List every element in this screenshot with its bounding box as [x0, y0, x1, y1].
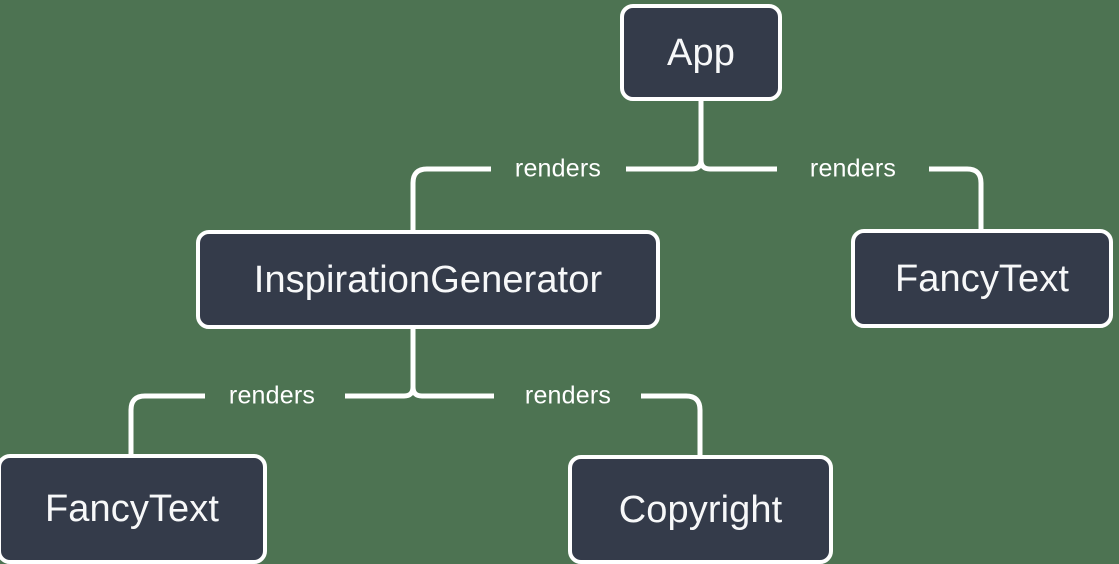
edge-label-inspiration-fancytext: renders	[228, 381, 316, 410]
edge-label-app-inspiration: renders	[514, 154, 602, 183]
node-fancytext-right-label: FancyText	[894, 257, 1070, 300]
node-app[interactable]: App	[620, 4, 782, 101]
wire-ig-fancytext-elbow	[128, 393, 205, 454]
edge-label-app-fancytext: renders	[809, 154, 897, 183]
edge-label-inspiration-copyright: renders	[524, 381, 612, 410]
wire-inspiration-elbow	[410, 166, 491, 230]
node-app-label: App	[667, 31, 735, 74]
wire-app-to-fancytext	[698, 159, 777, 172]
node-copyright-label: Copyright	[618, 488, 783, 531]
wire-ig-copyright-elbow	[641, 393, 703, 455]
wire-ig-to-copyright	[410, 386, 494, 399]
node-fancytext-left-label: FancyText	[44, 488, 220, 530]
node-inspiration-generator[interactable]: InspirationGenerator	[196, 230, 660, 329]
wire-app-to-inspiration	[626, 159, 704, 172]
wire-ig-to-fancytext	[345, 386, 416, 399]
node-fancytext-left[interactable]: FancyText	[0, 454, 267, 564]
wire-fancytext-elbow	[929, 166, 984, 229]
node-fancytext-right[interactable]: FancyText	[851, 229, 1113, 328]
node-copyright[interactable]: Copyright	[568, 455, 833, 564]
node-inspiration-generator-label: InspirationGenerator	[253, 258, 603, 301]
